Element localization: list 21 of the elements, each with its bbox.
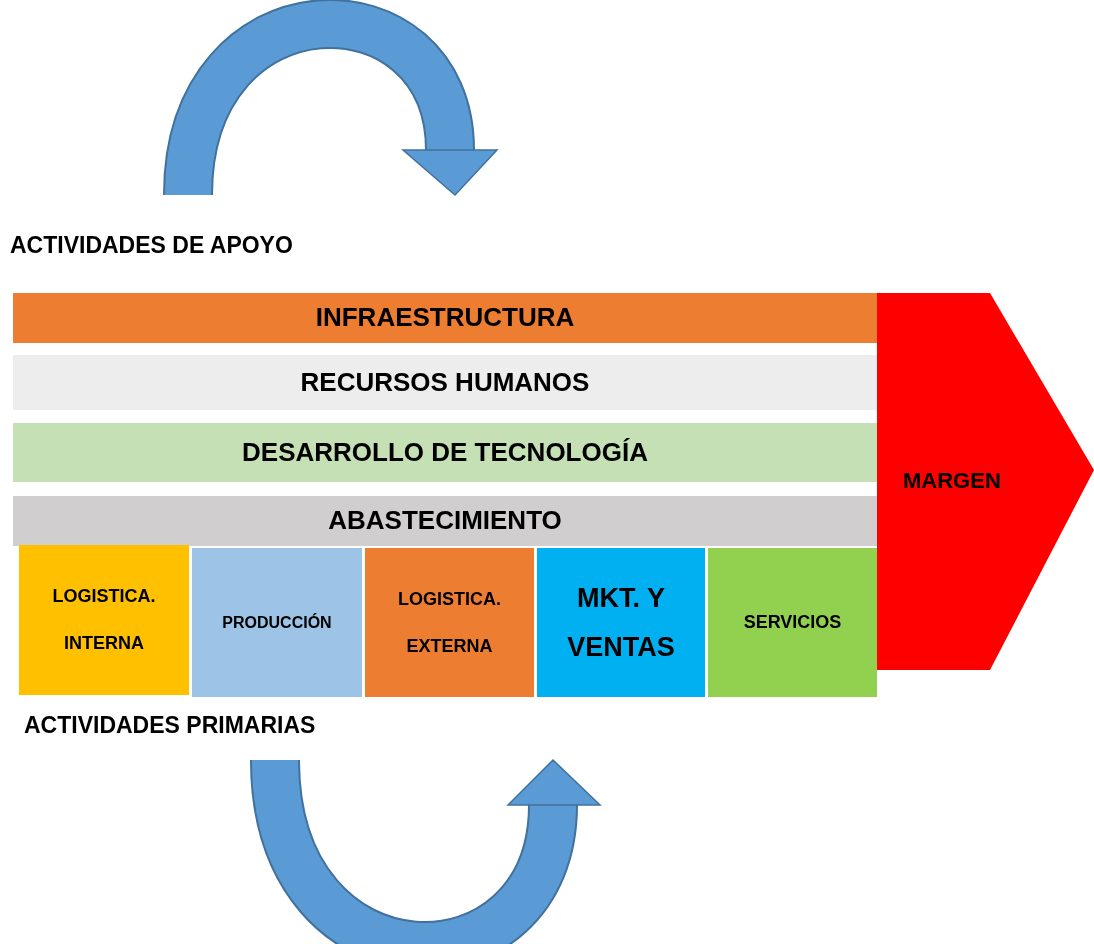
activity-label: LOGISTICA. INTERNA: [51, 585, 157, 655]
activity-label: ABASTECIMIENTO: [328, 505, 562, 537]
primary-activity-box: [365, 548, 534, 697]
primary-activity-box: [708, 548, 877, 697]
activity-label: SERVICIOS: [742, 611, 843, 634]
activity-label: MKT. Y VENTAS: [566, 581, 676, 664]
activity-label: PRODUCCIÓN: [221, 612, 333, 633]
section-heading: ACTIVIDADES DE APOYO: [10, 232, 293, 259]
support-activity-band: [13, 293, 877, 343]
activity-label: INFRAESTRUCTURA: [315, 302, 575, 334]
section-heading: ACTIVIDADES PRIMARIAS: [24, 712, 316, 739]
primary-activity-box: [19, 545, 189, 695]
support-activity-band: [13, 355, 877, 410]
activity-label: MARGEN: [903, 468, 1001, 495]
support-activity-band: [13, 423, 877, 482]
activity-label: LOGISTICA. EXTERNA: [397, 587, 502, 658]
support-activity-band: [13, 496, 877, 546]
activity-label: DESARROLLO DE TECNOLOGÍA: [242, 436, 648, 469]
primary-activity-box: [537, 548, 705, 697]
primary-activity-box: [192, 548, 362, 697]
activity-label: RECURSOS HUMANOS: [300, 366, 590, 399]
